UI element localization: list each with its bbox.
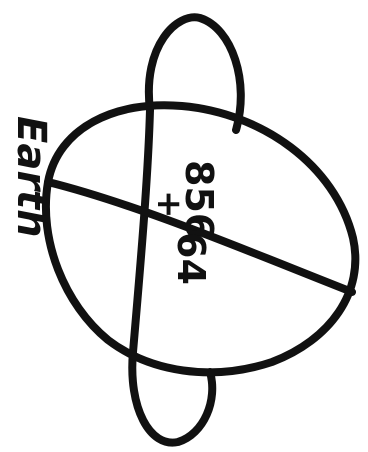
plus-sign-label: + — [149, 190, 189, 219]
lower-number-label: 64 — [169, 232, 213, 285]
planet-name-label: Earth — [8, 116, 54, 238]
